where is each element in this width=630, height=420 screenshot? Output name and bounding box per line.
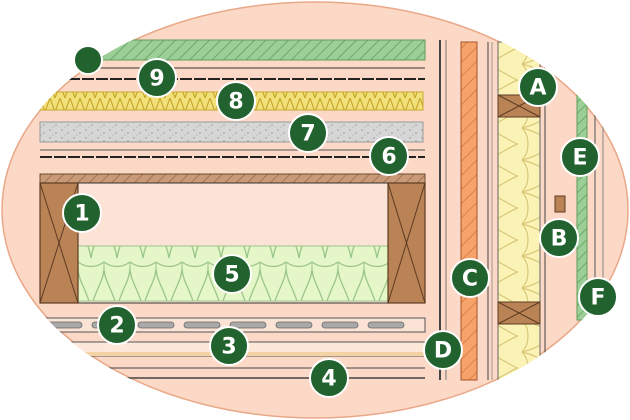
marker-7: 7 bbox=[288, 113, 328, 153]
marker-6: 6 bbox=[369, 136, 409, 176]
svg-text:1: 1 bbox=[74, 202, 89, 227]
marker-1: 1 bbox=[62, 193, 102, 233]
marker-E: E bbox=[560, 137, 600, 177]
marker-9: 9 bbox=[137, 58, 177, 98]
svg-text:F: F bbox=[590, 286, 605, 311]
svg-text:C: C bbox=[462, 267, 478, 292]
svg-text:6: 6 bbox=[381, 145, 396, 170]
layer-B-block bbox=[554, 195, 566, 213]
svg-text:7: 7 bbox=[300, 122, 315, 147]
marker-8: 8 bbox=[216, 81, 256, 121]
svg-text:9: 9 bbox=[149, 67, 164, 92]
sheathing-board bbox=[39, 173, 426, 184]
marker-D: D bbox=[423, 330, 463, 370]
stud-right bbox=[387, 182, 426, 304]
wall-blocking-bottom bbox=[497, 301, 541, 325]
marker-B: B bbox=[539, 218, 579, 258]
marker-2: 2 bbox=[97, 305, 137, 345]
marker-F: F bbox=[578, 277, 618, 317]
svg-text:A: A bbox=[529, 76, 546, 101]
marker-3: 3 bbox=[209, 326, 249, 366]
svg-text:2: 2 bbox=[109, 314, 124, 339]
svg-text:3: 3 bbox=[221, 335, 236, 360]
marker-4: 4 bbox=[309, 358, 349, 398]
svg-text:D: D bbox=[434, 339, 452, 364]
svg-text:8: 8 bbox=[228, 90, 243, 115]
marker-5: 5 bbox=[212, 254, 252, 294]
layer-7-gray bbox=[39, 121, 424, 143]
marker-C: C bbox=[450, 258, 490, 298]
marker-partial-hidden bbox=[73, 45, 103, 75]
svg-text:5: 5 bbox=[224, 263, 239, 288]
layer-C-orange bbox=[460, 41, 478, 381]
svg-text:E: E bbox=[572, 146, 587, 171]
marker-A: A bbox=[518, 67, 558, 107]
svg-text:B: B bbox=[551, 227, 568, 252]
svg-text:4: 4 bbox=[321, 367, 336, 392]
